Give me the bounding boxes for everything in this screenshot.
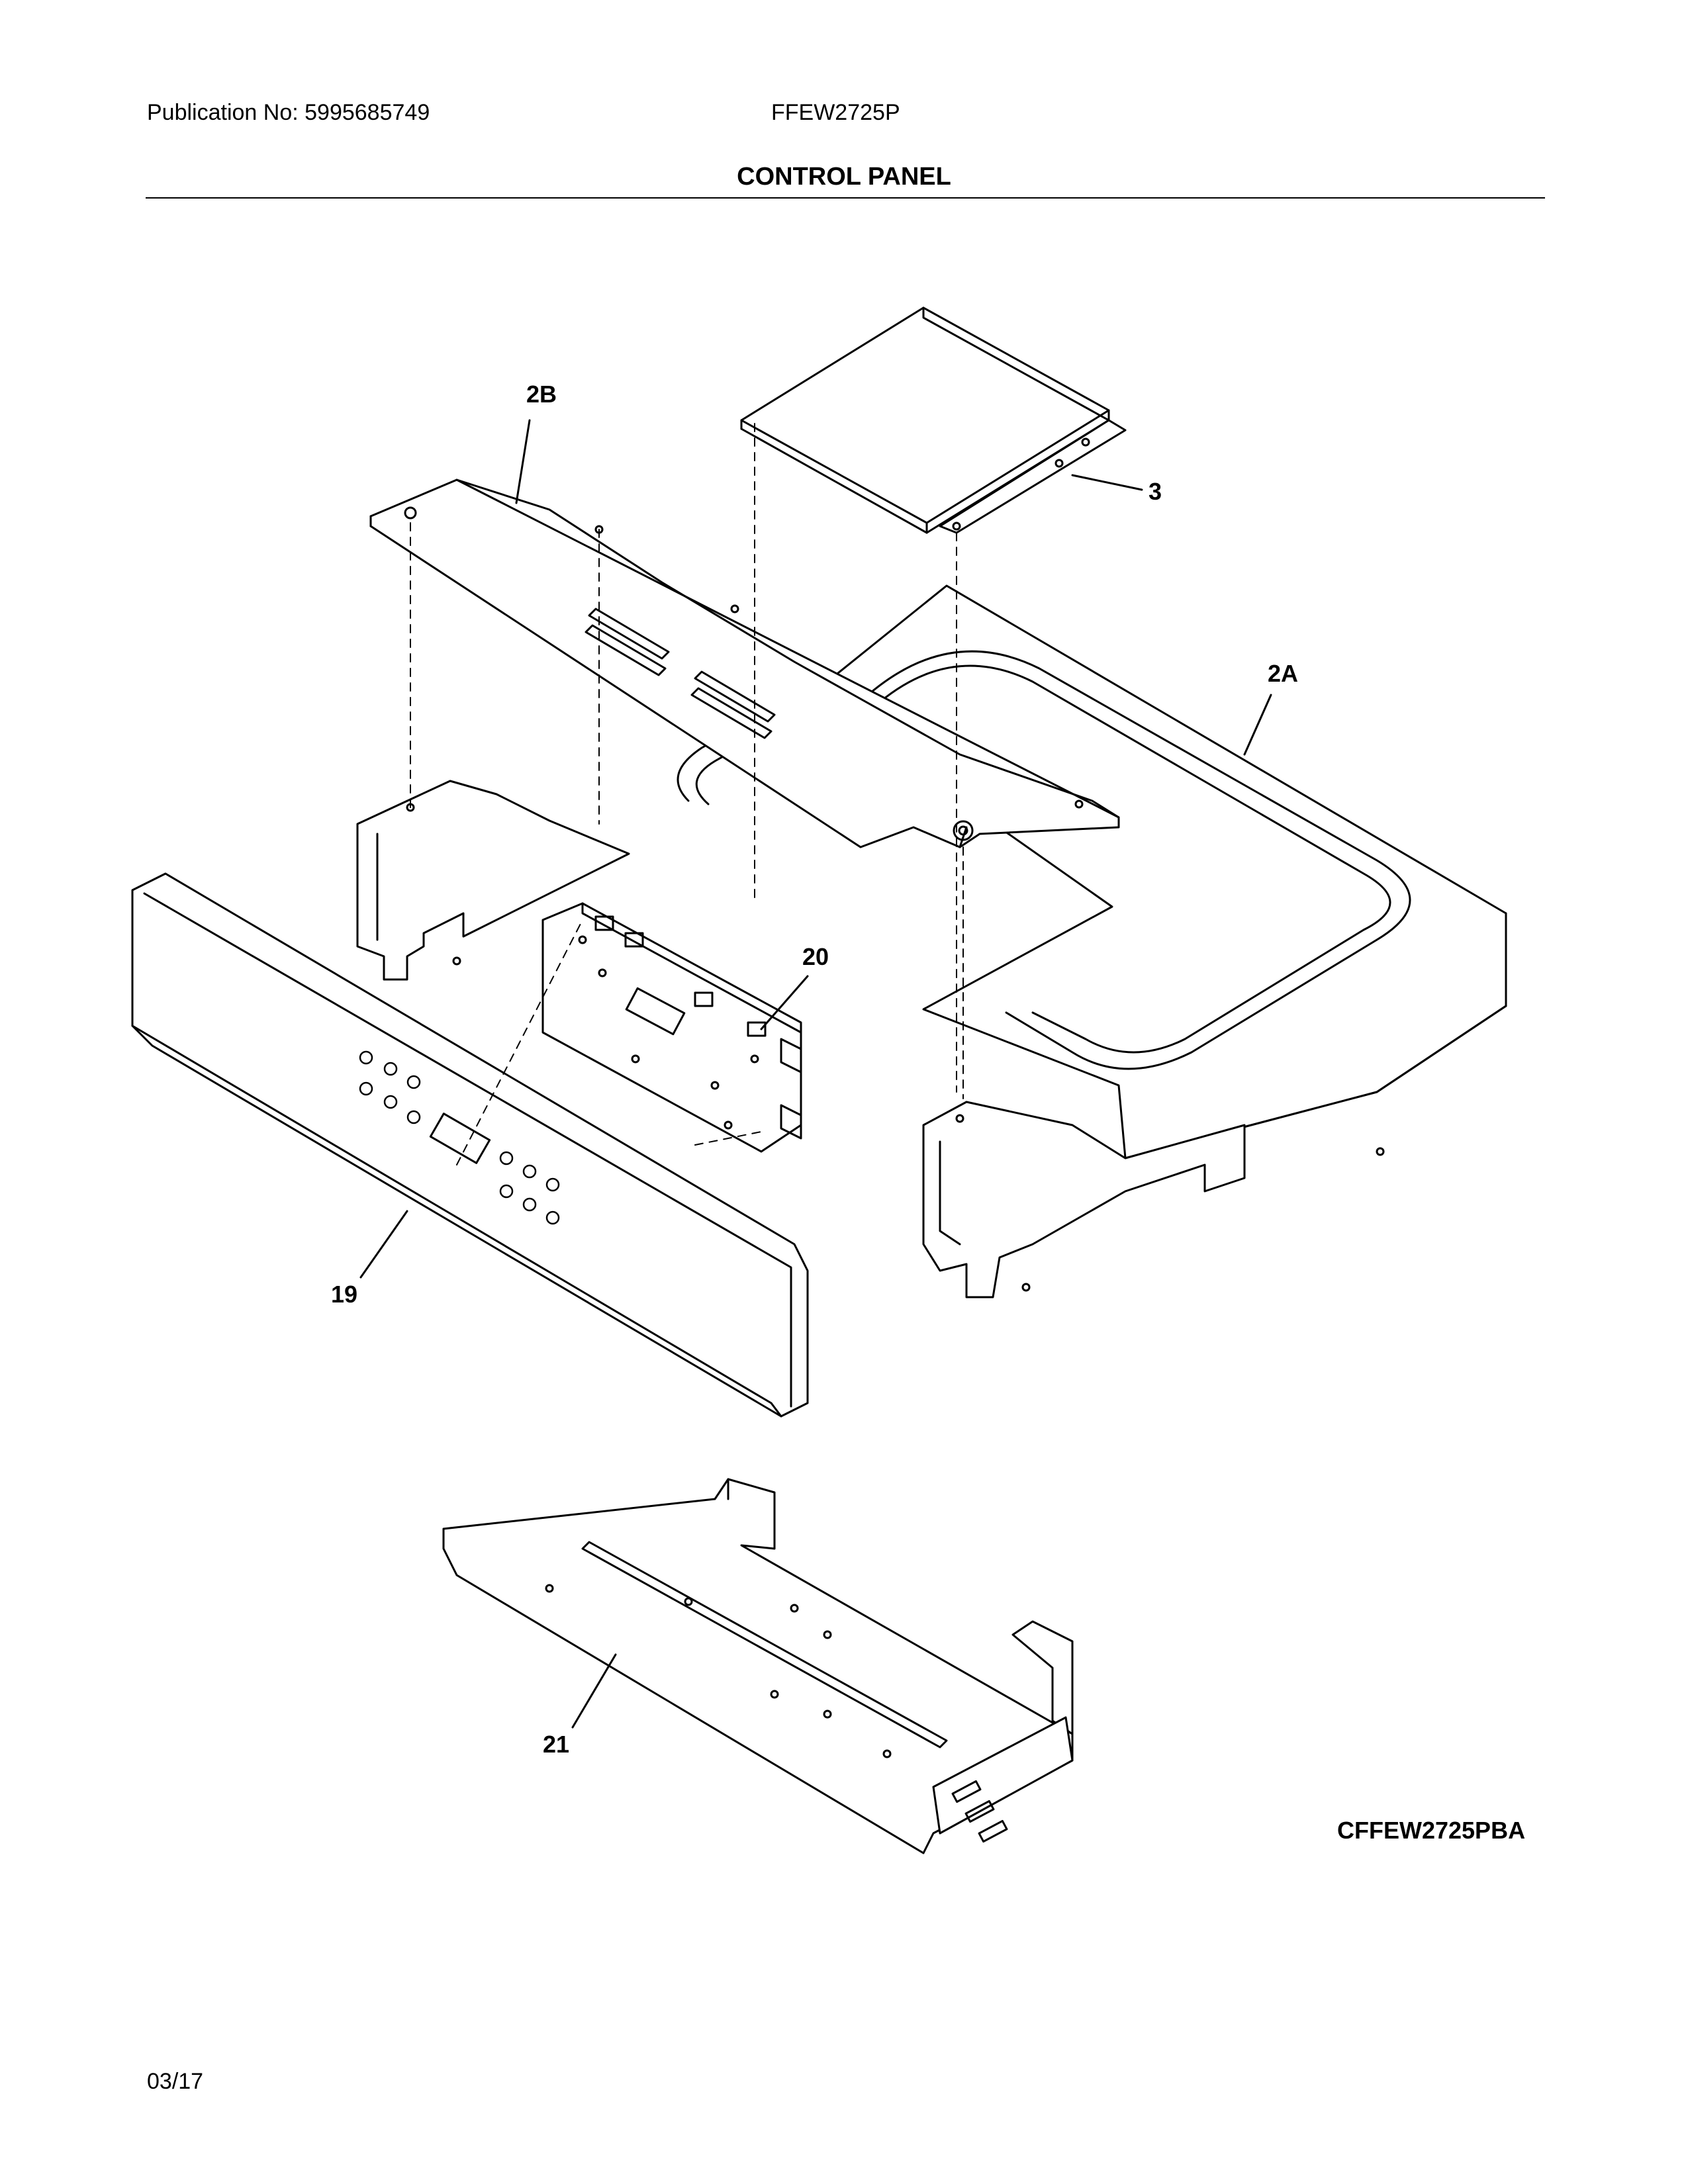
header-rule <box>146 197 1545 199</box>
model-number: FFEW2725P <box>771 100 900 125</box>
publication-number: Publication No: 5995685749 <box>147 100 430 125</box>
part-2a-frame <box>677 584 1507 1298</box>
callout-labels: 2B 3 2A 20 19 21 <box>331 381 1298 1758</box>
part-2b-channel <box>356 478 1120 981</box>
part-19-control-panel-face <box>131 872 809 1418</box>
callout-3: 3 <box>1149 478 1162 505</box>
callout-2a: 2A <box>1268 660 1298 687</box>
section-title: CONTROL PANEL <box>737 163 951 191</box>
part-20-control-board <box>541 902 802 1153</box>
callout-19: 19 <box>331 1281 357 1308</box>
callout-20: 20 <box>802 943 829 970</box>
diagram-code: CFFEW2725PBA <box>1337 1817 1526 1844</box>
revision-date: 03/17 <box>147 2069 204 2094</box>
part-21-support-tray <box>442 1478 1074 1854</box>
part-3-cover-plate <box>740 306 1127 534</box>
callout-21: 21 <box>543 1731 569 1758</box>
callout-2b: 2B <box>526 381 557 408</box>
